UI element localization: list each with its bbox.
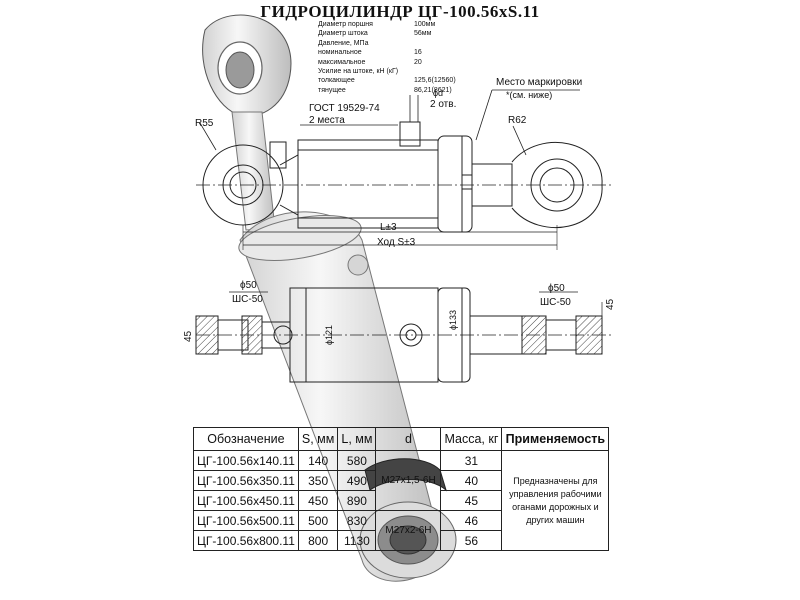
cell-mass: 31 <box>440 450 503 471</box>
cell-designation: ЦГ-100.56х500.11 <box>193 510 299 531</box>
r62-label: R62 <box>508 115 527 126</box>
top-rod-eye <box>202 14 292 231</box>
drawing-title: ГИДРОЦИЛИНДР ЦГ-100.56хS.11 <box>260 2 540 21</box>
cell-mass: 45 <box>440 490 503 511</box>
r55-label: R55 <box>195 118 214 129</box>
side-view <box>195 287 612 383</box>
cell-stroke: 140 <box>297 450 339 471</box>
bore-50-left-label: ϕ50 <box>240 280 257 291</box>
diameter-133-label: ϕ133 <box>448 309 458 330</box>
spec-label: Диаметр поршня <box>318 21 373 28</box>
cell-designation: ЦГ-100.56х140.11 <box>193 450 299 471</box>
cell-application: Предназначены для управления рабочими ог… <box>501 450 610 551</box>
spec-label: максимальное <box>318 58 366 66</box>
stroke-dimension-label: Ход S±3 <box>377 237 416 248</box>
cell-designation: ЦГ-100.56х350.11 <box>193 470 299 491</box>
diameter-d-label: ϕd <box>433 88 444 98</box>
cell-designation: ЦГ-100.56х800.11 <box>193 530 299 551</box>
table-header-row: Обозначение S, мм L, мм d Масса, кг Прим… <box>193 427 610 451</box>
cell-stroke: 350 <box>297 470 339 491</box>
spec-value: 86,21(8621) <box>414 86 452 94</box>
spec-row: тянущее 86,21(8621) <box>318 86 456 95</box>
dimension-45-right: 45 <box>605 298 616 310</box>
spec-list: Диаметр поршня 100мм Диаметр штока 56мм Да… <box>318 20 456 95</box>
cell-thread-1: М27х1,5-6Н <box>375 450 442 511</box>
spec-value: 100мм <box>414 21 436 28</box>
spec-label: тянущее <box>318 86 346 94</box>
table-row: ЦГ-100.56х350.11 350 490 40 <box>193 470 609 491</box>
cell-length: 580 <box>337 450 377 471</box>
cell-length: 1130 <box>337 530 377 551</box>
col-header-stroke: S, мм <box>297 427 339 451</box>
cell-stroke: 500 <box>297 510 339 531</box>
dimension-45-left: 45 <box>183 330 194 342</box>
spec-row: Усилие на штоке, кН (кГ) <box>318 67 456 76</box>
col-header-designation: Обозначение <box>193 427 299 451</box>
cell-mass: 40 <box>440 470 503 491</box>
cell-stroke: 800 <box>297 530 339 551</box>
bearing-left-label: ШС-50 <box>232 294 263 305</box>
spec-table: Обозначение S, мм L, мм d Масса, кг Прим… <box>193 427 610 551</box>
bearing-right-label: ШС-50 <box>540 297 571 308</box>
length-dimension-label: L±3 <box>380 222 397 233</box>
spec-row: Давление, МПа <box>318 39 456 48</box>
spec-row: Диаметр поршня 100мм <box>318 20 456 29</box>
two-places-label: 2 места <box>309 115 345 126</box>
spec-value: 56мм <box>414 30 432 38</box>
cell-designation: ЦГ-100.56х450.11 <box>193 490 299 511</box>
spec-label: номинальное <box>318 49 362 57</box>
spec-value: 125,6(12560) <box>414 77 456 85</box>
diameter-121-label: ϕ121 <box>324 324 334 345</box>
cell-length: 490 <box>337 470 377 491</box>
bore-50-right-label: ϕ50 <box>548 283 565 294</box>
spec-row: толкающее 125,6(12560) <box>318 76 456 85</box>
cell-thread-2: М27х2-6Н <box>375 510 442 551</box>
col-header-length: L, мм <box>337 427 377 451</box>
spec-value: 20 <box>414 58 422 66</box>
spec-row: Диаметр штока 56мм <box>318 29 456 38</box>
col-header-mass: Масса, кг <box>440 427 503 451</box>
col-header-thread: d <box>375 427 442 451</box>
spec-value: 16 <box>414 49 422 57</box>
table-row: ЦГ-100.56х450.11 450 890 45 <box>193 490 609 511</box>
spec-label: Давление, МПа <box>318 39 369 47</box>
gost-label: ГОСТ 19529-74 <box>309 103 380 114</box>
spec-row: номинальное 16 <box>318 48 456 57</box>
top-view <box>196 89 612 250</box>
cell-length: 890 <box>337 490 377 511</box>
spec-row: максимальное 20 <box>318 58 456 67</box>
two-holes-label: 2 отв. <box>430 99 457 110</box>
table-row: ЦГ-100.56х500.11 500 830 М27х2-6Н 46 <box>193 510 609 551</box>
col-header-application: Применяемость <box>501 427 610 451</box>
spec-label: Диаметр штока <box>318 30 368 38</box>
cell-mass: 46 <box>440 510 503 531</box>
table-row: ЦГ-100.56х800.11 800 1130 56 <box>193 530 609 551</box>
marking-place-label: Место маркировки <box>496 77 583 88</box>
see-below-note: *(см. ниже) <box>506 90 553 100</box>
spec-label: толкающее <box>318 77 355 85</box>
cell-length: 830 <box>337 510 377 531</box>
cell-mass: 56 <box>440 530 503 551</box>
spec-label: Усилие на штоке, кН (кГ) <box>318 68 399 76</box>
cell-stroke: 450 <box>297 490 339 511</box>
table-row: ЦГ-100.56х140.11 140 580 М27х1,5-6Н 31 П… <box>193 450 610 551</box>
